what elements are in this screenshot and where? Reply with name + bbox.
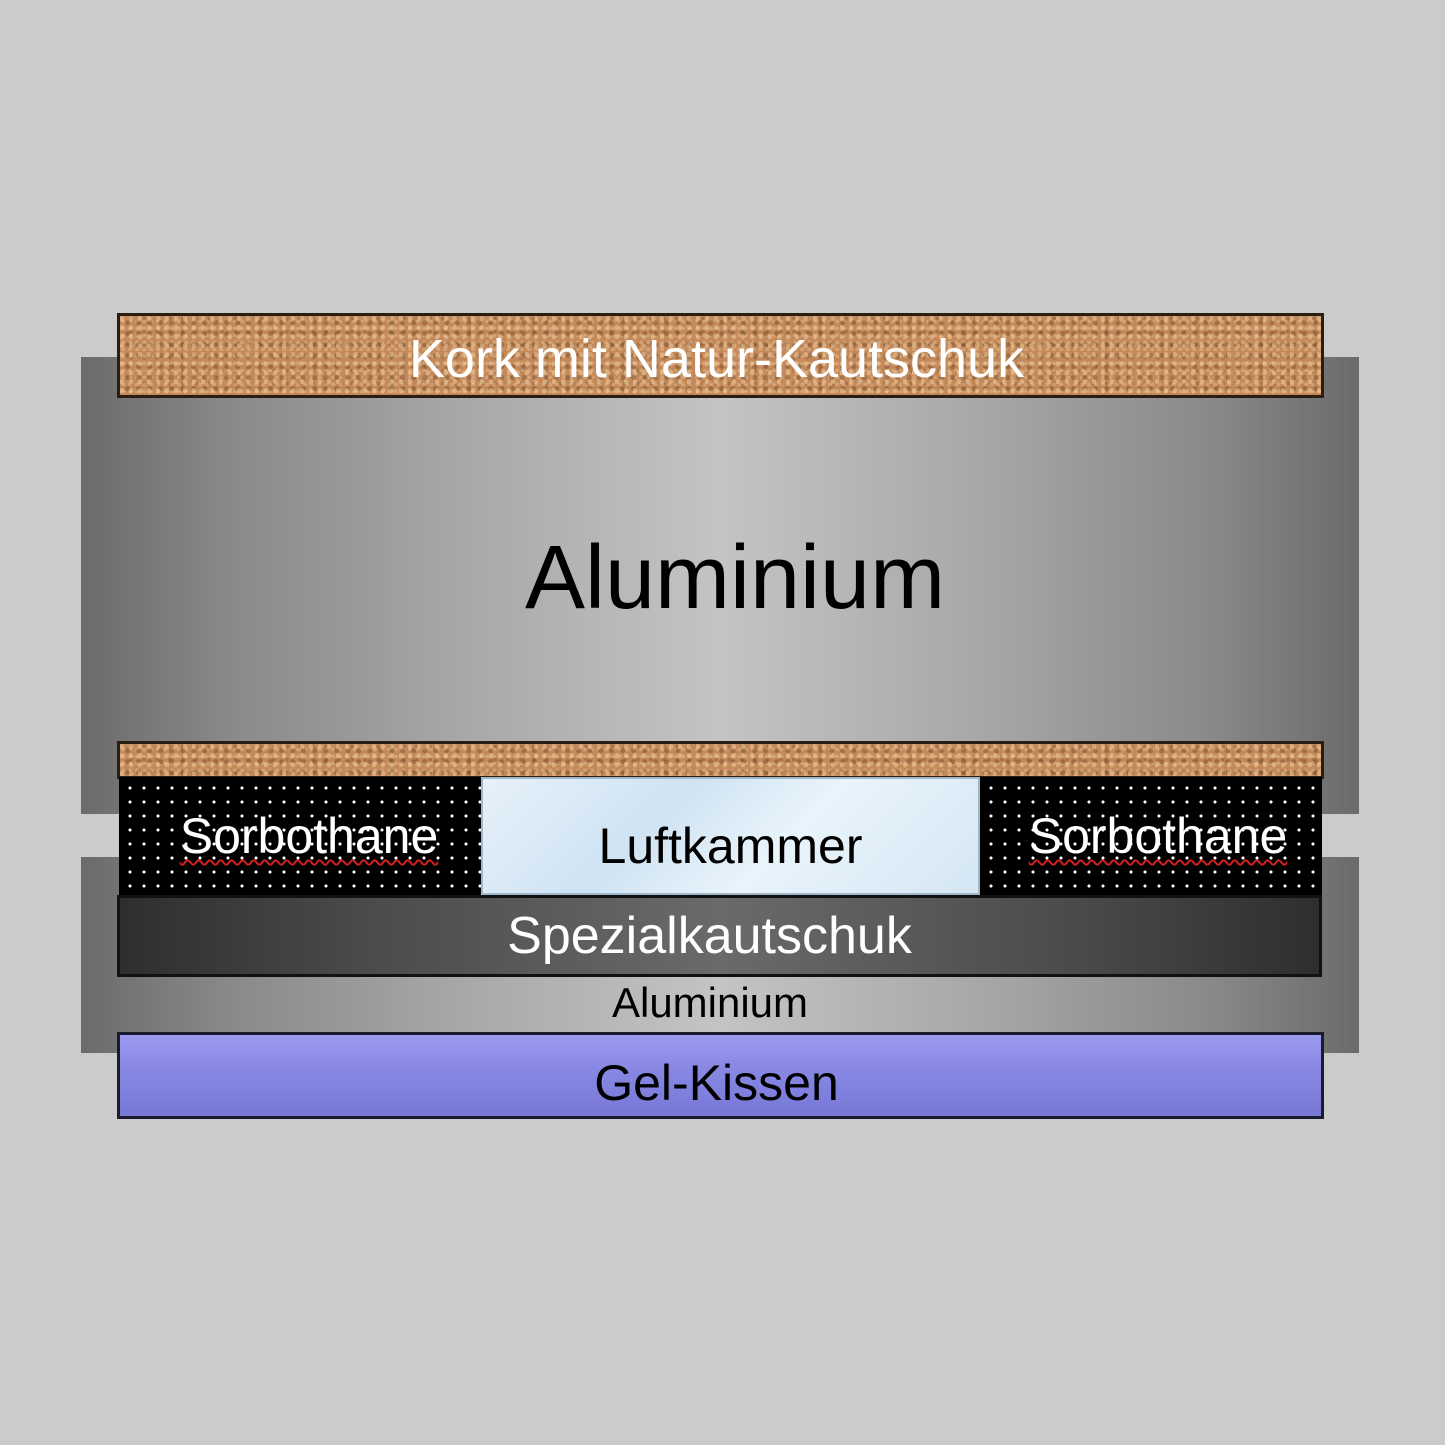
aluminium-main-block: Aluminium — [81, 357, 1359, 814]
aluminium-lower-label: Aluminium — [611, 979, 809, 1026]
air-chamber-block: Luftkammer — [481, 777, 980, 895]
air-chamber-label: Luftkammer — [598, 818, 863, 874]
gel-pad-layer: Gel-Kissen — [117, 1032, 1324, 1119]
aluminium-main-label: Aluminium — [524, 528, 946, 628]
gel-pad-label: Gel-Kissen — [594, 1055, 839, 1111]
cork-strip-layer — [117, 741, 1324, 779]
cork-top-layer: Kork mit Natur-Kautschuk — [117, 313, 1324, 398]
sorbothane-left-block: Sorbothane — [119, 777, 481, 897]
sorbothane-left-label: Sorbothane — [179, 808, 439, 864]
cork-top-label: Kork mit Natur-Kautschuk — [408, 329, 1025, 389]
special-rubber-label: Spezialkautschuk — [507, 907, 912, 965]
sorbothane-right-label: Sorbothane — [1028, 808, 1288, 864]
sorbothane-right-block: Sorbothane — [980, 777, 1322, 897]
special-rubber-layer: Spezialkautschuk — [117, 895, 1322, 977]
